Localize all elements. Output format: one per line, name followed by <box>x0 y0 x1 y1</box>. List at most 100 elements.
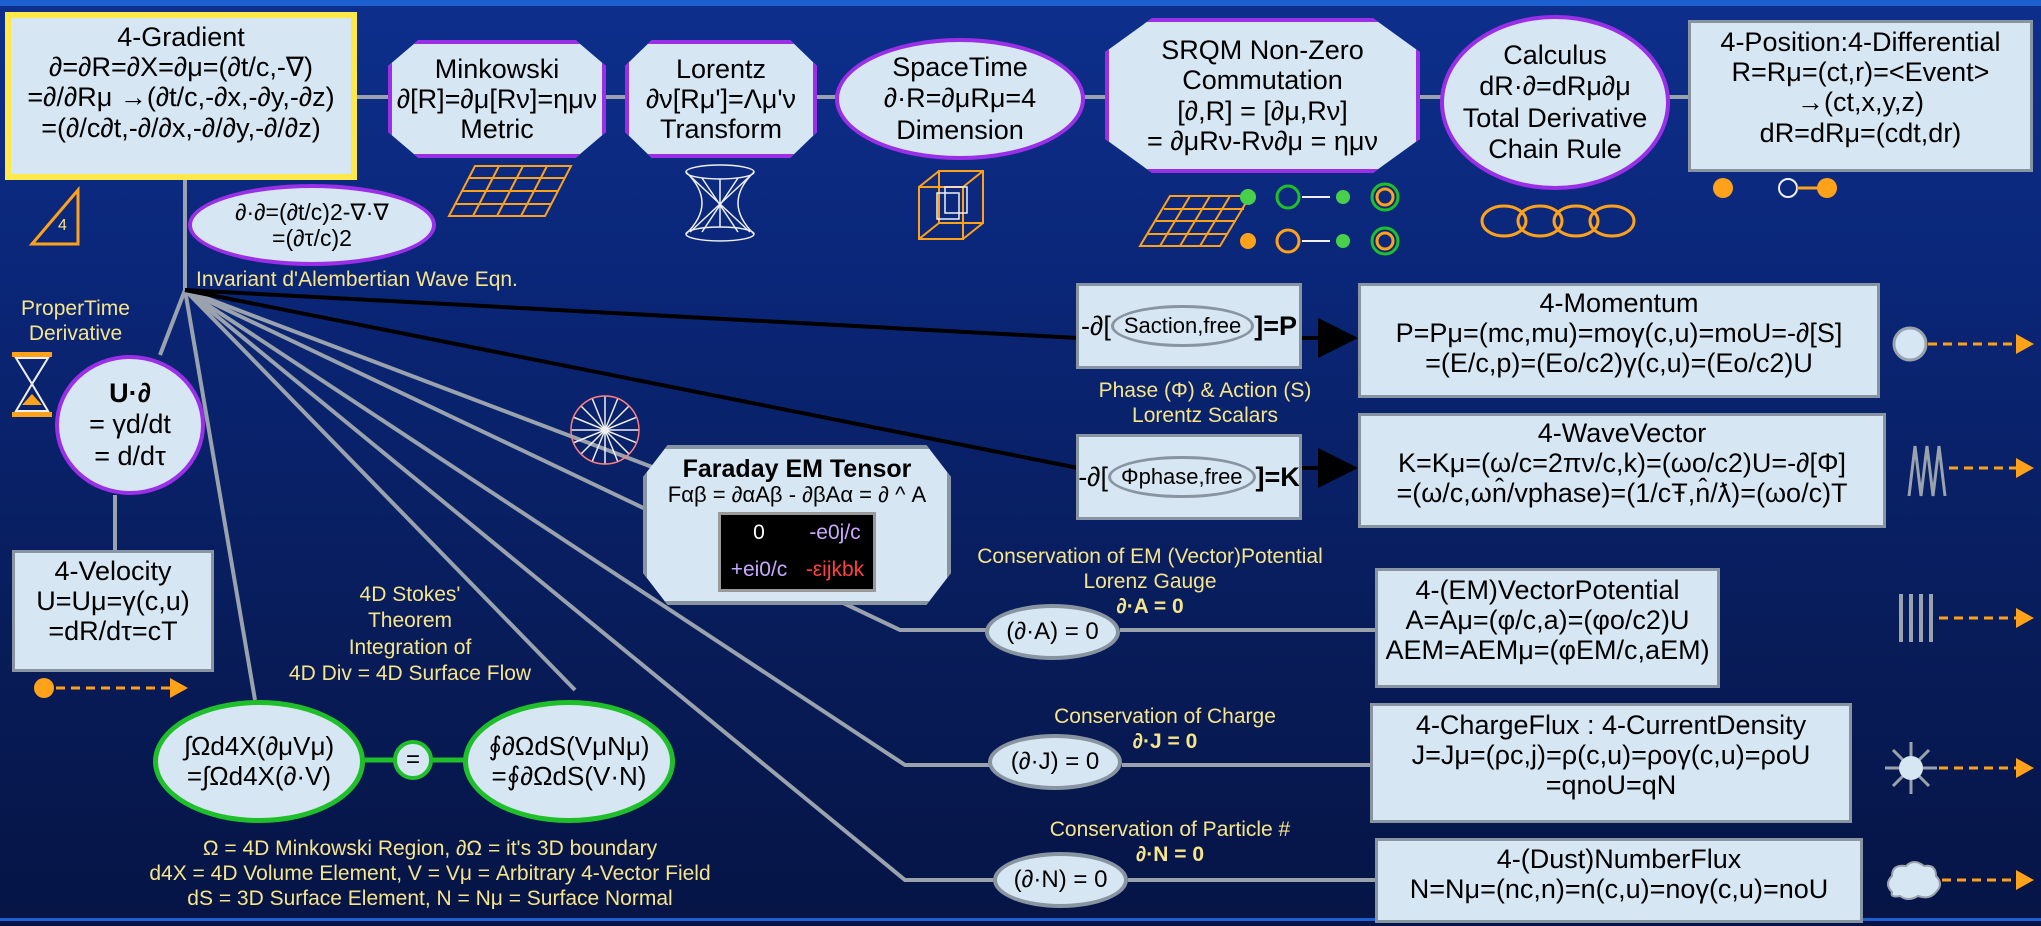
charge-star-arrow-icon <box>1885 742 2034 794</box>
wire-to-stokes-right <box>183 288 577 692</box>
action-box: -∂[ Saction,free ]=P <box>1076 283 1302 369</box>
stokes-title3: Integration of <box>348 635 472 659</box>
stokes-note1: Ω = 4D Minkowski Region, ∂Ω = it's 3D bo… <box>202 837 658 860</box>
faraday-matrix: 0 -e0j/c +ei0/c -εijkbk <box>718 511 876 592</box>
wave-arrow-icon <box>1907 445 2034 497</box>
matrix-m1: 0 <box>753 521 765 545</box>
spacetime-l2: ∂·R=∂μRμ=4 <box>883 83 1037 114</box>
wire-to-divA <box>184 288 990 632</box>
calculus-l1: Calculus <box>1503 40 1607 71</box>
conserv-n-cap2: ∂·N = 0 <box>1135 843 1205 867</box>
stokes-notes: Ω = 4D Minkowski Region, ∂Ω = it's 3D bo… <box>80 836 780 912</box>
velocity-l2: U=Uμ=γ(c,u) <box>36 586 190 617</box>
hourglass-icon <box>12 352 52 417</box>
stokes-note3: dS = 3D Surface Element, N = Nμ = Surfac… <box>187 887 673 911</box>
conserv-j-caption: Conservation of Charge ∂·J = 0 <box>1000 704 1330 754</box>
particle-arrow-icon <box>1892 326 2034 362</box>
phase-action-label2: Lorentz Scalars <box>1132 404 1278 428</box>
srqm-l2: Commutation <box>1182 65 1343 96</box>
position-box: 4-Position:4-Differential R=Rμ=(ct,r)=<E… <box>1688 20 2033 172</box>
calculus-l4: Chain Rule <box>1488 133 1622 164</box>
bottom-border-line <box>0 918 2041 921</box>
stokes-left2: =∫Ωd4X(∂·V) <box>186 760 332 791</box>
wire-to-ut <box>158 289 187 356</box>
faraday-node: Faraday EM Tensor Fαβ = ∂αAβ - ∂βAα = ∂ … <box>643 445 951 605</box>
commutation-icon <box>1138 182 1400 256</box>
spacetime-l3: Dimension <box>896 114 1024 145</box>
position-l4: dR=dRμ=(cdt,dr) <box>1759 117 1962 148</box>
minkowski-l3: Metric <box>460 114 534 145</box>
propertime-node: U·∂ = γd/dt = d/dτ <box>55 355 205 495</box>
stokes-eq: = <box>405 746 420 774</box>
stokes-left-node: ∫Ωd4X(∂μVμ) =∫Ωd4X(∂·V) <box>153 700 365 823</box>
stokes-right2: =∮∂ΩdS(V·N) <box>491 760 647 791</box>
propertime-l1: U·∂ <box>109 378 151 409</box>
div-a-text: (∂·A) = 0 <box>1006 618 1099 646</box>
potential-arrow-icon <box>1899 594 2034 642</box>
conserv-a-cap3: ∂·A = 0 <box>1116 595 1184 619</box>
charge-box: 4-ChargeFlux : 4-CurrentDensity J=Jμ=(ρc… <box>1370 703 1852 823</box>
wire-to-divN <box>183 288 995 882</box>
tesseract-icon <box>918 170 984 240</box>
conserv-n-cap1: Conservation of Particle # <box>1049 818 1291 841</box>
phase-box: -∂[ Φphase,free ]=K <box>1076 434 1302 520</box>
field-lines-icon <box>570 395 640 465</box>
conserv-n-caption: Conservation of Particle # ∂·N = 0 <box>1010 817 1330 867</box>
calculus-l2: dR·∂=dRμ∂μ <box>1479 71 1631 102</box>
div-n-oval: (∂·N) = 0 <box>993 852 1128 908</box>
gradient-line2: =∂/∂Rμ →(∂t/c,-∂x,-∂y,-∂z) <box>27 82 335 113</box>
dust-cloud-arrow-icon <box>1887 861 2034 900</box>
srqm-l3: [∂,R] = [∂μ,Rν] <box>1177 95 1348 126</box>
velocity-l3: =dR/dτ=cT <box>48 616 178 647</box>
phase-close: ]=K <box>1255 461 1300 492</box>
stokes-title4: 4D Div = 4D Surface Flow <box>288 661 532 685</box>
potential-title: 4-(EM)VectorPotential <box>1415 575 1680 605</box>
conserv-j-cap2: ∂·J = 0 <box>1132 730 1198 754</box>
calculus-l3: Total Derivative <box>1462 102 1648 133</box>
dalembertian-node: ∂·∂=(∂t/c)2-∇·∇ =(∂τ/c)2 <box>188 184 436 266</box>
momentum-l1: P=Pμ=(mc,mu)=moγ(c,u)=moU=-∂[S] <box>1395 318 1843 349</box>
dalembert-caption: Invariant d'Alembertian Wave Eqn. <box>196 268 518 291</box>
number-title: 4-(Dust)NumberFlux <box>1496 844 1742 874</box>
phase-action-label1: Phase (Φ) & Action (S) <box>1098 379 1312 402</box>
gradient-line1: ∂=∂R=∂X=∂μ=(∂t/c,-∇) <box>49 52 313 83</box>
hyperboloid-icon <box>685 164 755 242</box>
propertime-label2: Derivative <box>28 322 123 346</box>
potential-box: 4-(EM)VectorPotential A=Aμ=(φ/c,a)=(φo/c… <box>1375 568 1720 688</box>
conserv-a-cap1: Conservation of EM (Vector)Potential <box>977 545 1323 568</box>
triangle-4-label: 4 <box>58 217 67 234</box>
propertime-label1: ProperTime <box>21 297 130 320</box>
wavevector-l2: =(ω/c,ωn̂/vphase)=(1/cŦ,n̂/ƛ)=(ωo/c)T <box>1396 478 1848 509</box>
number-box: 4-(Dust)NumberFlux N=Nμ=(nc,n)=n(c,u)=no… <box>1375 838 1863 923</box>
velocity-l1: 4-Velocity <box>54 556 172 586</box>
potential-l1: A=Aμ=(φ/c,a)=(φo/c2)U <box>1405 605 1690 636</box>
momentum-l2: =(E/c,p)=(Eo/c2)γ(c,u)=(Eo/c2)U <box>1425 348 1813 379</box>
spacetime-l1: SpaceTime <box>892 52 1028 83</box>
conserv-j-cap1: Conservation of Charge <box>1054 705 1276 728</box>
action-op: -∂[ <box>1080 310 1111 341</box>
position-l2: R=Rμ=(ct,r)=<Event> <box>1731 57 1990 88</box>
phase-action-label: Phase (Φ) & Action (S) Lorentz Scalars <box>1080 378 1330 428</box>
number-l1: N=Nμ=(nc,n)=n(c,u)=noγ(c,u)=noU <box>1409 874 1829 905</box>
matrix-m4: -εijkbk <box>805 558 865 582</box>
srqm-commutation-node: SRQM Non-Zero Commutation [∂,R] = [∂μ,Rν… <box>1105 18 1420 173</box>
stokes-right-node: ∮∂ΩdS(VμNμ) =∮∂ΩdS(V·N) <box>463 700 675 823</box>
charge-l1: J=Jμ=(ρc,j)=ρ(c,u)=ρoγ(c,u)=ρoU <box>1411 740 1811 771</box>
lorentz-l1: Lorentz <box>675 53 767 84</box>
momentum-title: 4-Momentum <box>1539 288 1699 318</box>
matrix-m2: -e0j/c <box>809 521 861 545</box>
charge-title: 4-ChargeFlux : 4-CurrentDensity <box>1415 710 1807 740</box>
faraday-title: Faraday EM Tensor <box>682 455 912 483</box>
spacetime-node: SpaceTime ∂·R=∂μRμ=4 Dimension <box>835 38 1085 160</box>
propertime-l3: = d/dτ <box>94 440 166 471</box>
conserv-a-caption: Conservation of EM (Vector)Potential Lor… <box>940 544 1360 620</box>
wire-to-action <box>184 288 1079 340</box>
phase-op: -∂[ <box>1078 461 1109 492</box>
wavevector-l1: K=Kμ=(ω/c=2πν/c,k)=(ωo/c2)U=-∂[Φ] <box>1397 448 1847 479</box>
metric-grid-icon <box>447 165 573 217</box>
wavevector-title: 4-WaveVector <box>1537 418 1707 448</box>
top-border-line <box>0 0 2041 6</box>
event-points-icon <box>1713 178 1837 198</box>
lorentz-l2: ∂ν[Rμ']=Λμ'ν <box>645 83 797 114</box>
